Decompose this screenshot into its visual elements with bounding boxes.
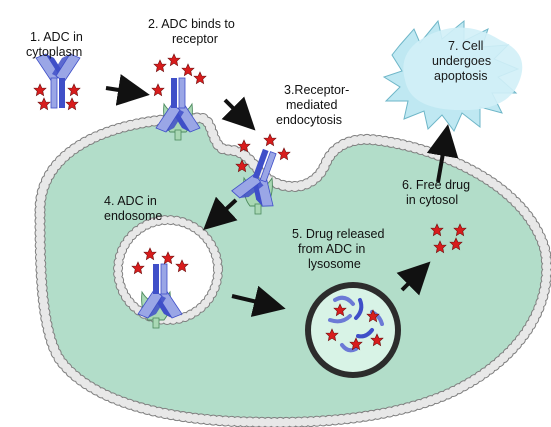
apoptosis-burst-icon <box>382 19 523 132</box>
antibody-icon <box>35 53 81 109</box>
cell-membrane <box>34 112 551 427</box>
adc-bound <box>151 53 207 141</box>
arrow-6-7 <box>426 124 459 183</box>
process-arrows <box>105 74 459 317</box>
drug-star-icon <box>153 59 167 72</box>
arrow-2-3 <box>221 96 256 131</box>
arrow-4-5 <box>231 285 286 317</box>
label-step-7: 7. Cell undergoes apoptosis <box>432 39 495 83</box>
drug-star-icon <box>37 97 51 110</box>
arrow-1-2 <box>105 74 150 106</box>
arrow-5-6 <box>396 261 431 296</box>
label-step-3: 3.Receptor- mediated endocytosis <box>276 83 353 127</box>
label-step-6: 6. Free drug in cytosol <box>402 178 474 207</box>
drug-star-icon <box>167 53 181 66</box>
label-step-5: 5. Drug released from ADC in lysosome <box>292 227 388 271</box>
drug-star-icon <box>151 83 165 96</box>
label-step-2: 2. ADC binds to receptor <box>148 17 238 46</box>
arrow-3-4 <box>203 196 238 231</box>
drug-star-icon <box>67 83 81 96</box>
lysosome <box>305 282 401 378</box>
adc-free <box>33 53 81 110</box>
drug-star-icon <box>181 63 195 76</box>
drug-star-icon <box>33 83 47 96</box>
drug-star-icon <box>193 71 207 84</box>
drug-star-icon <box>277 147 291 160</box>
drug-star-icon <box>263 133 277 146</box>
label-step-4: 4. ADC in endosome <box>104 194 162 223</box>
label-step-1: 1. ADC in cytoplasm <box>26 30 86 59</box>
drug-star-icon <box>65 97 79 110</box>
